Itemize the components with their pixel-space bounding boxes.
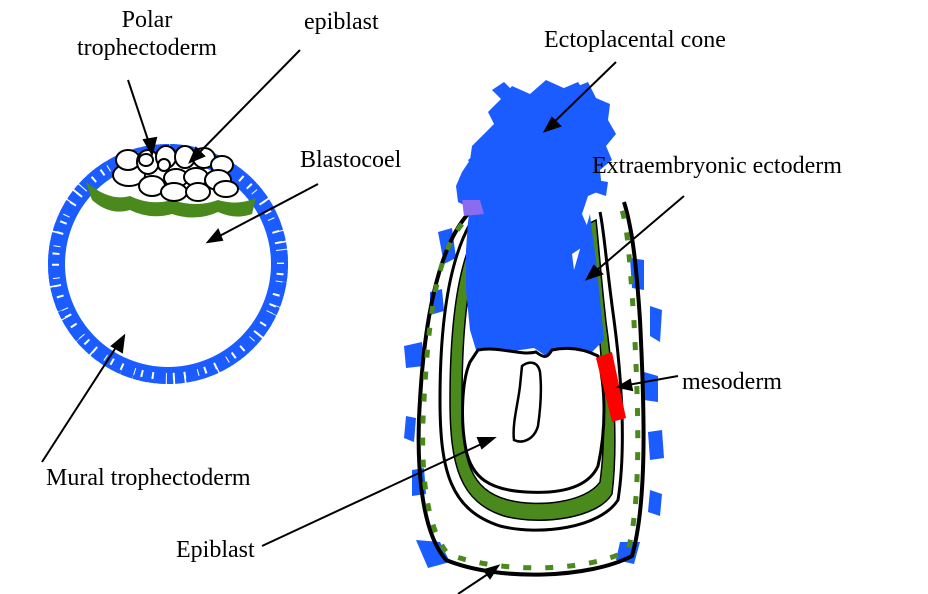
label-polar-trophectoderm-line2: trophectoderm [62, 34, 232, 62]
inner-cell-mass [113, 146, 238, 201]
label-polar-trophectoderm-line1: Polar [62, 6, 232, 34]
label-epiblast-lower: Epiblast [176, 536, 255, 564]
label-extraembryonic-ectoderm: Extraembryonic ectoderm [592, 152, 842, 180]
label-epiblast-upper: epiblast [304, 8, 379, 36]
label-mural-trophectoderm: Mural trophectoderm [46, 464, 251, 492]
blastocyst [50, 146, 286, 382]
ectoplacental-cone [456, 80, 616, 356]
label-ectoplacental-cone: Ectoplacental cone [544, 26, 726, 54]
label-mesoderm: mesoderm [682, 368, 782, 396]
label-blastocoel: Blastocoel [300, 146, 401, 174]
label-polar-trophectoderm: Polar trophectoderm [62, 6, 232, 62]
